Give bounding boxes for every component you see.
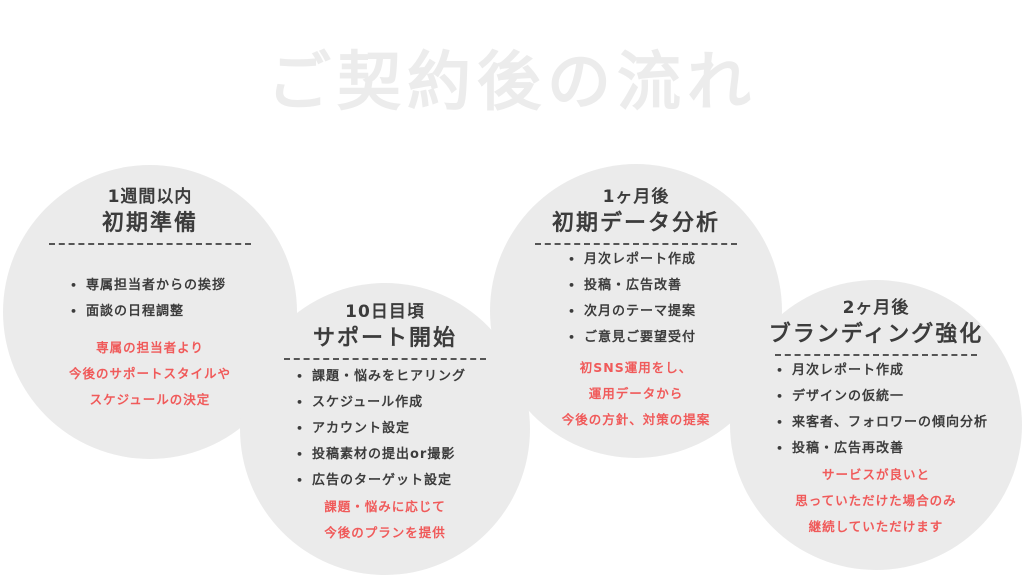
list-item: 来客者、フォロワーの傾向分析 — [776, 410, 1016, 436]
list-item: 広告のターゲット設定 — [296, 468, 466, 494]
step-1: 1週間以内 初期準備 専属担当者からの挨拶 面談の日程調整 専属の担当者より 今… — [10, 185, 290, 413]
list-item: 投稿素材の提出or撮影 — [296, 442, 466, 468]
step-2-heading: サポート開始 — [312, 326, 457, 351]
step-4-note-line: サービスが良いと — [821, 467, 930, 482]
step-3-timing: 1ヶ月後 — [602, 187, 670, 207]
step-3-note-line: 今後の方針、対策の提案 — [561, 412, 711, 427]
list-item: 投稿・広告改善 — [568, 273, 696, 299]
step-4-timing: 2ヶ月後 — [842, 298, 910, 318]
step-2-note-line: 今後のプランを提供 — [324, 525, 446, 540]
list-item: デザインの仮統一 — [776, 384, 1016, 410]
step-2-timing: 10日目頃 — [345, 302, 425, 322]
step-3-note-line: 運用データから — [588, 386, 684, 401]
list-item: スケジュール作成 — [296, 390, 466, 416]
step-4-divider — [775, 354, 977, 356]
list-item: 投稿・広告再改善 — [776, 436, 1016, 462]
list-item: 専属担当者からの挨拶 — [70, 273, 226, 299]
step-1-divider — [49, 243, 251, 245]
step-3: 1ヶ月後 初期データ分析 月次レポート作成 投稿・広告改善 次月のテーマ提案 ご… — [496, 185, 776, 433]
step-1-note-line: スケジュールの決定 — [89, 392, 211, 407]
list-item: 課題・悩みをヒアリング — [296, 364, 466, 390]
step-3-divider — [535, 243, 737, 245]
step-1-heading: 初期準備 — [101, 211, 198, 236]
page-title: ご契約後の流れ — [267, 46, 757, 120]
list-item: 次月のテーマ提案 — [568, 299, 696, 325]
list-item: 月次レポート作成 — [776, 358, 1016, 384]
step-4: 2ヶ月後 ブランディング強化 月次レポート作成 デザインの仮統一 来客者、フォロ… — [736, 296, 1016, 540]
step-3-heading: 初期データ分析 — [551, 211, 720, 236]
step-1-timing: 1週間以内 — [107, 187, 193, 207]
list-item: ご意見ご要望受付 — [568, 325, 696, 351]
step-2: 10日目頃 サポート開始 課題・悩みをヒアリング スケジュール作成 アカウント設… — [245, 300, 525, 546]
step-2-note-line: 課題・悩みに応じて — [324, 499, 446, 514]
step-3-list: 月次レポート作成 投稿・広告改善 次月のテーマ提案 ご意見ご要望受付 — [568, 247, 696, 351]
step-1-list: 専属担当者からの挨拶 面談の日程調整 — [70, 273, 226, 325]
list-item: 月次レポート作成 — [568, 247, 696, 273]
list-item: 面談の日程調整 — [70, 299, 226, 325]
step-4-note-line: 継続していただけます — [808, 519, 944, 534]
step-2-divider — [284, 358, 486, 360]
step-3-note-line: 初SNS運用をし、 — [579, 360, 693, 375]
step-1-note-line: 今後のサポートスタイルや — [68, 366, 231, 381]
step-4-list: 月次レポート作成 デザインの仮統一 来客者、フォロワーの傾向分析 投稿・広告再改… — [776, 358, 1016, 462]
step-1-note-line: 専属の担当者より — [96, 340, 204, 355]
step-4-heading: ブランディング強化 — [768, 322, 984, 347]
step-4-note-line: 思っていただけた場合のみ — [795, 493, 957, 508]
list-item: アカウント設定 — [296, 416, 466, 442]
step-2-list: 課題・悩みをヒアリング スケジュール作成 アカウント設定 投稿素材の提出or撮影… — [296, 364, 466, 494]
